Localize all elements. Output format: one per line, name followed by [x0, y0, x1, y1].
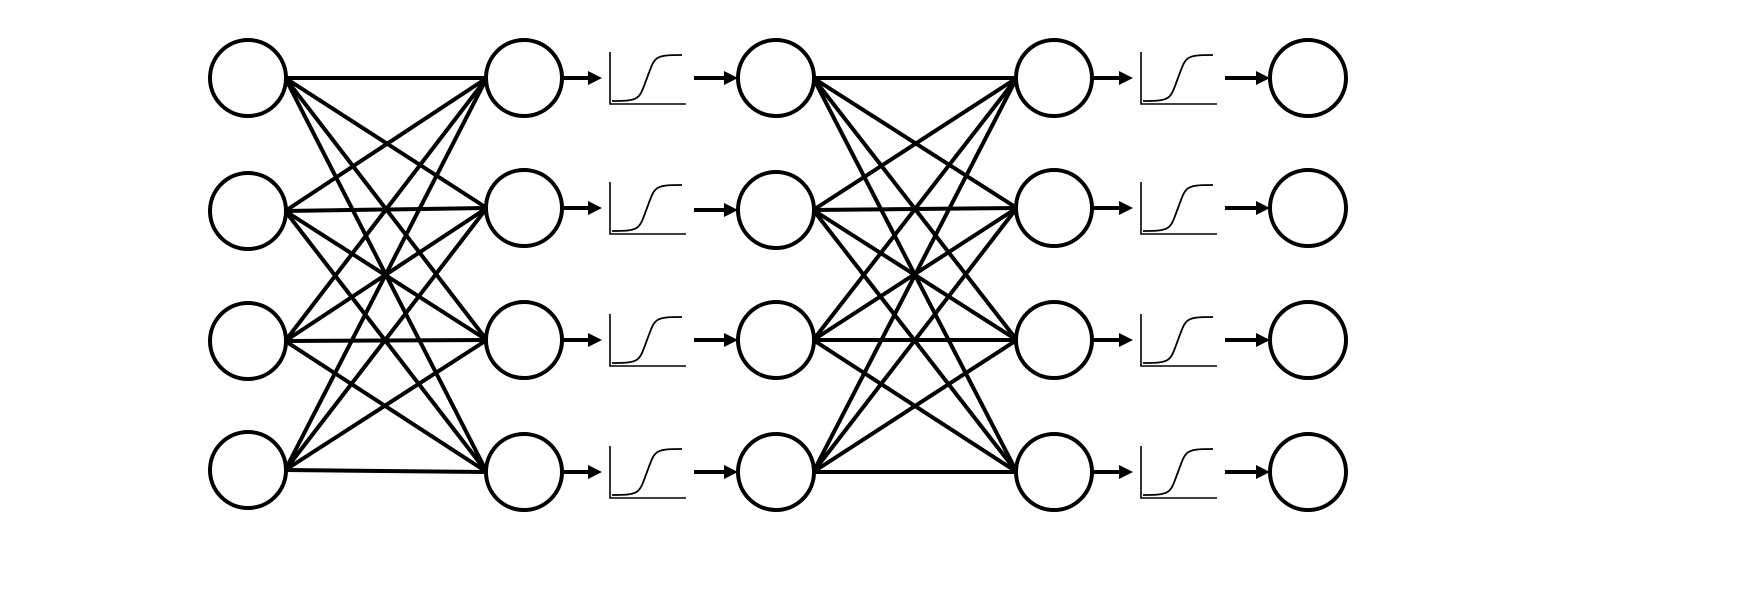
connection-edge — [812, 76, 1018, 212]
arrow-from-activation — [1225, 201, 1270, 215]
connection-edge — [285, 468, 487, 474]
sigmoid-curve-icon — [609, 182, 686, 235]
neuron-node-input — [208, 38, 288, 118]
neuron-node-hidden-1-activated — [736, 170, 816, 250]
neuron-node-output — [1268, 38, 1348, 118]
neuron-nodes — [208, 38, 1348, 512]
sigmoid-curve-icon — [1140, 182, 1217, 235]
neuron-node-output — [1268, 168, 1348, 248]
neuron-node-hidden-1 — [484, 300, 564, 380]
neuron-node-hidden-1-activated — [736, 432, 816, 512]
connection-edge — [811, 206, 1019, 474]
neuron-node-input — [208, 171, 288, 251]
arrow-from-activation — [694, 333, 738, 347]
neuron-node-hidden-1 — [484, 432, 564, 512]
arrow-to-activation — [562, 465, 602, 479]
neuron-node-hidden-2 — [1014, 168, 1094, 248]
arrow-from-activation — [694, 71, 738, 85]
connection-edge — [283, 77, 489, 471]
neuron-node-hidden-1-activated — [736, 300, 816, 380]
connection-edges — [283, 76, 1019, 474]
connection-edge — [283, 206, 489, 472]
arrow-from-activation — [1225, 465, 1270, 479]
neuron-node-hidden-1 — [484, 168, 564, 248]
neuron-node-output — [1268, 432, 1348, 512]
arrow-to-activation — [562, 71, 602, 85]
arrow-to-activation — [1092, 333, 1133, 347]
connection-edge — [283, 76, 489, 343]
activation-arrows — [562, 71, 1270, 479]
sigmoid-curve-icon — [1140, 314, 1217, 367]
neuron-node-hidden-1-activated — [736, 38, 816, 118]
neuron-node-input — [208, 430, 288, 510]
neuron-node-output — [1268, 300, 1348, 380]
sigmoid-curve-icon — [1140, 446, 1217, 499]
neuron-node-hidden-2 — [1014, 300, 1094, 380]
sigmoid-curve-icon — [609, 446, 686, 499]
arrow-to-activation — [562, 333, 602, 347]
sigmoid-curve-icon — [609, 52, 686, 105]
arrow-to-activation — [562, 201, 602, 215]
arrow-from-activation — [694, 465, 738, 479]
connection-edge — [812, 338, 1018, 474]
sigmoid-curve-icon — [1140, 52, 1217, 105]
connection-edge — [811, 77, 1019, 473]
sigmoid-curve-icon — [609, 314, 686, 367]
arrow-from-activation — [1225, 333, 1270, 347]
neuron-node-input — [208, 301, 288, 381]
arrow-to-activation — [1092, 71, 1133, 85]
neuron-node-hidden-1 — [484, 38, 564, 118]
connection-edge — [811, 76, 1019, 342]
connection-edge — [284, 338, 488, 472]
connection-edge — [284, 76, 488, 213]
arrow-to-activation — [1092, 201, 1133, 215]
arrow-from-activation — [694, 203, 738, 217]
neuron-node-hidden-2 — [1014, 432, 1094, 512]
arrow-from-activation — [1225, 71, 1270, 85]
arrow-to-activation — [1092, 465, 1133, 479]
activation-icons — [609, 52, 1217, 499]
neuron-node-hidden-2 — [1014, 38, 1094, 118]
